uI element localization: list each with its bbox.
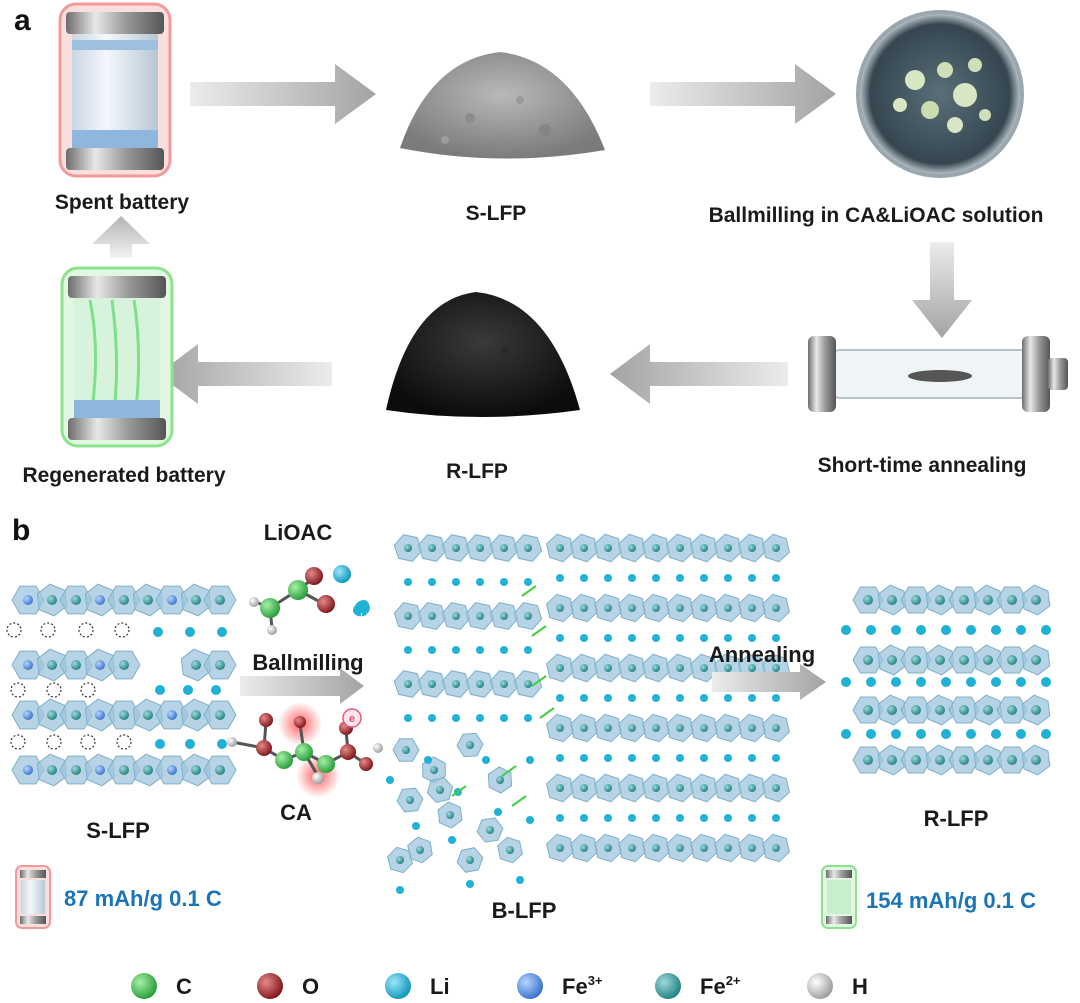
annealing-tube-icon bbox=[808, 336, 1068, 412]
legend-label: Li bbox=[430, 974, 450, 999]
panel-a-label: a bbox=[14, 4, 31, 37]
b-lfp-label: B-LFP bbox=[492, 898, 557, 923]
legend-label: Fe2+ bbox=[700, 973, 741, 999]
ca-molecule-icon bbox=[227, 702, 383, 798]
regen-capacity: 154 mAh/g 0.1 C bbox=[866, 888, 1036, 913]
ballmill-dish-icon bbox=[856, 10, 1024, 178]
panel-b-label: b bbox=[12, 514, 30, 547]
legend-label: H bbox=[852, 974, 868, 999]
arrow-right-1 bbox=[190, 64, 376, 124]
legend-label: O bbox=[302, 974, 319, 999]
spent-capacity: 87 mAh/g 0.1 C bbox=[64, 886, 222, 911]
li-badge-text: Li bbox=[360, 612, 368, 623]
s-lfp-lattice bbox=[6, 583, 237, 787]
r-lfp-label-b: R-LFP bbox=[924, 806, 989, 831]
r-lfp-powder-icon bbox=[386, 292, 580, 417]
legend-swatch-c bbox=[131, 973, 157, 999]
annealing-label-a: Short-time annealing bbox=[818, 454, 1027, 477]
annealing-label-b: Annealing bbox=[709, 642, 815, 667]
arrow-right-2 bbox=[650, 64, 836, 124]
s-lfp-label-a: S-LFP bbox=[466, 202, 527, 225]
legend-swatch-li bbox=[385, 973, 411, 999]
arrow-left-1 bbox=[610, 344, 788, 404]
legend-swatch-o bbox=[257, 973, 283, 999]
r-lfp-label-a: R-LFP bbox=[446, 460, 508, 483]
ballmilling-label-b: Ballmilling bbox=[252, 650, 363, 675]
element-legend: C O Li Fe3+ Fe2+ H bbox=[131, 973, 868, 999]
arrow-ballmilling bbox=[240, 668, 364, 704]
small-regen-battery-icon bbox=[821, 865, 857, 929]
spent-battery-icon bbox=[58, 2, 172, 178]
arrow-up bbox=[92, 216, 150, 258]
regenerated-battery-label: Regenerated battery bbox=[22, 464, 225, 487]
small-spent-battery-icon bbox=[15, 865, 51, 929]
arrow-left-2 bbox=[158, 344, 332, 404]
legend-label: Fe3+ bbox=[562, 973, 603, 999]
spent-battery-label: Spent battery bbox=[55, 191, 190, 214]
s-lfp-powder-icon bbox=[400, 52, 605, 159]
legend-swatch-h bbox=[807, 973, 833, 999]
legend-swatch-fe2plus bbox=[655, 973, 681, 999]
b-lfp-lattice bbox=[386, 533, 790, 894]
arrow-annealing bbox=[712, 664, 826, 700]
lioac-label: LiOAC bbox=[264, 520, 333, 545]
ballmilling-label: Ballmilling in CA&LiOAC solution bbox=[709, 204, 1044, 227]
r-lfp-lattice bbox=[841, 584, 1051, 776]
legend-label: C bbox=[176, 974, 192, 999]
regenerated-battery-icon bbox=[60, 266, 174, 448]
legend-swatch-fe3plus bbox=[517, 973, 543, 999]
arrow-down bbox=[912, 242, 972, 338]
electron-badge-text: e bbox=[349, 713, 355, 725]
lioac-molecule-icon bbox=[249, 565, 370, 635]
ca-label: CA bbox=[280, 800, 312, 825]
s-lfp-label-b: S-LFP bbox=[86, 818, 150, 843]
